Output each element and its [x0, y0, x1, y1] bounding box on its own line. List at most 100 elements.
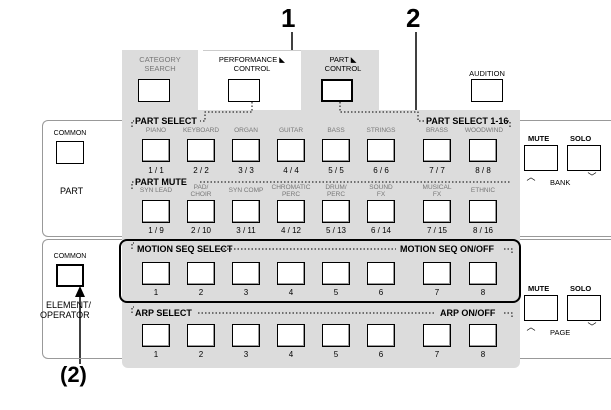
common-bottom-label: COMMON [53, 253, 87, 260]
page-up-icon: ﹀ [587, 322, 597, 332]
row4-num: 7 [434, 350, 440, 359]
motion-seq-select-header: MOTION SEQ SELECT [137, 244, 233, 254]
row2-num: 5 / 13 [325, 226, 346, 235]
motion-seq-button[interactable] [322, 262, 350, 285]
row1-cat: PIANO [145, 127, 167, 134]
part-mute-button[interactable] [423, 200, 451, 223]
common-part-button[interactable] [56, 141, 84, 164]
category-search-label: CATEGORY SEARCH [139, 55, 181, 73]
row1-num: 3 / 3 [238, 166, 254, 175]
audition-button[interactable] [471, 79, 503, 102]
mute-element-button[interactable] [524, 295, 558, 321]
row1-cat: WOODWIND [464, 127, 504, 134]
row1-cat: BRASS [425, 127, 449, 134]
arp-onoff-header: ARP ON/OFF [440, 308, 496, 318]
row2-cat: DRUM/ PERC [325, 184, 347, 198]
audition-label: AUDITION [469, 69, 505, 78]
row1-num: 2 / 2 [193, 166, 209, 175]
row2-num: 7 / 15 [426, 226, 447, 235]
part-mute-button[interactable] [142, 200, 170, 223]
part-mute-button[interactable] [232, 200, 260, 223]
operator-label: OPERATOR [40, 310, 90, 320]
row1-num: 4 / 4 [283, 166, 299, 175]
part-select-range-header: PART SELECT 1-16 [426, 116, 509, 126]
performance-control-button[interactable] [228, 79, 260, 102]
motion-seq-button[interactable] [232, 262, 260, 285]
motion-seq-button[interactable] [469, 262, 497, 285]
part-mute-button[interactable] [322, 200, 350, 223]
part-mute-button[interactable] [367, 200, 395, 223]
element-section-frame [42, 239, 122, 359]
part-select-button[interactable] [142, 139, 170, 162]
row1-num: 6 / 6 [373, 166, 389, 175]
part-right-frame [520, 120, 611, 237]
motion-seq-button[interactable] [277, 262, 305, 285]
part-select-header: PART SELECT [135, 116, 197, 126]
arp-button[interactable] [423, 324, 451, 347]
row2-num: 1 / 9 [148, 226, 164, 235]
arp-button[interactable] [187, 324, 215, 347]
row3-num: 6 [378, 288, 384, 297]
part-select-button[interactable] [232, 139, 260, 162]
element-label: ELEMENT/ [46, 300, 92, 310]
common-top-label: COMMON [53, 130, 87, 137]
row2-num: 8 / 16 [472, 226, 493, 235]
part-mute-header: PART MUTE [135, 177, 187, 187]
row3-num: 4 [288, 288, 294, 297]
part-select-button[interactable] [187, 139, 215, 162]
row4-num: 6 [378, 350, 384, 359]
part-select-button[interactable] [469, 139, 497, 162]
row3-num: 8 [480, 288, 486, 297]
mute-bottom-label: MUTE [528, 284, 550, 293]
motion-seq-button[interactable] [423, 262, 451, 285]
bank-down-icon: ︿ [526, 172, 536, 182]
row4-num: 8 [480, 350, 486, 359]
row3-num: 2 [198, 288, 204, 297]
row2-cat: PAD/ CHOIR [190, 184, 212, 198]
arp-button[interactable] [469, 324, 497, 347]
row1-cat: ORGAN [234, 127, 258, 134]
part-select-button[interactable] [322, 139, 350, 162]
part-select-button[interactable] [423, 139, 451, 162]
row4-num: 1 [153, 350, 159, 359]
part-control-button[interactable] [321, 79, 353, 102]
arp-button[interactable] [277, 324, 305, 347]
row2-num: 6 / 14 [370, 226, 391, 235]
arp-select-header: ARP SELECT [135, 308, 192, 318]
performance-control-label: PERFORMANCE ◣ CONTROL [218, 55, 286, 73]
row1-num: 1 / 1 [148, 166, 164, 175]
part-mute-button[interactable] [469, 200, 497, 223]
element-right-frame [520, 239, 611, 359]
callout-1: 1 [281, 3, 296, 33]
row2-cat: SYN COMP [228, 187, 264, 194]
part-select-button[interactable] [367, 139, 395, 162]
common-element-button[interactable] [56, 264, 84, 287]
motion-seq-highlight [119, 239, 521, 303]
bank-up-icon: ﹀ [587, 172, 597, 182]
part-select-button[interactable] [277, 139, 305, 162]
row3-num: 1 [153, 288, 159, 297]
row4-num: 3 [243, 350, 249, 359]
page-label: PAGE [550, 328, 571, 337]
row3-num: 3 [243, 288, 249, 297]
row1-cat: STRINGS [366, 127, 396, 134]
arp-button[interactable] [322, 324, 350, 347]
part-mute-button[interactable] [187, 200, 215, 223]
mute-part-button[interactable] [524, 145, 558, 171]
solo-bottom-label: SOLO [570, 284, 592, 293]
arp-button[interactable] [367, 324, 395, 347]
motion-seq-button[interactable] [187, 262, 215, 285]
part-mute-button[interactable] [277, 200, 305, 223]
motion-seq-button[interactable] [142, 262, 170, 285]
arp-button[interactable] [232, 324, 260, 347]
row2-num: 4 / 12 [280, 226, 301, 235]
row1-cat: KEYBOARD [182, 127, 220, 134]
row2-cat: CHROMATIC PERC [271, 184, 311, 198]
category-search-button[interactable] [138, 79, 170, 102]
row3-num: 7 [434, 288, 440, 297]
solo-element-button[interactable] [567, 295, 601, 321]
motion-seq-button[interactable] [367, 262, 395, 285]
solo-part-button[interactable] [567, 145, 601, 171]
arp-button[interactable] [142, 324, 170, 347]
